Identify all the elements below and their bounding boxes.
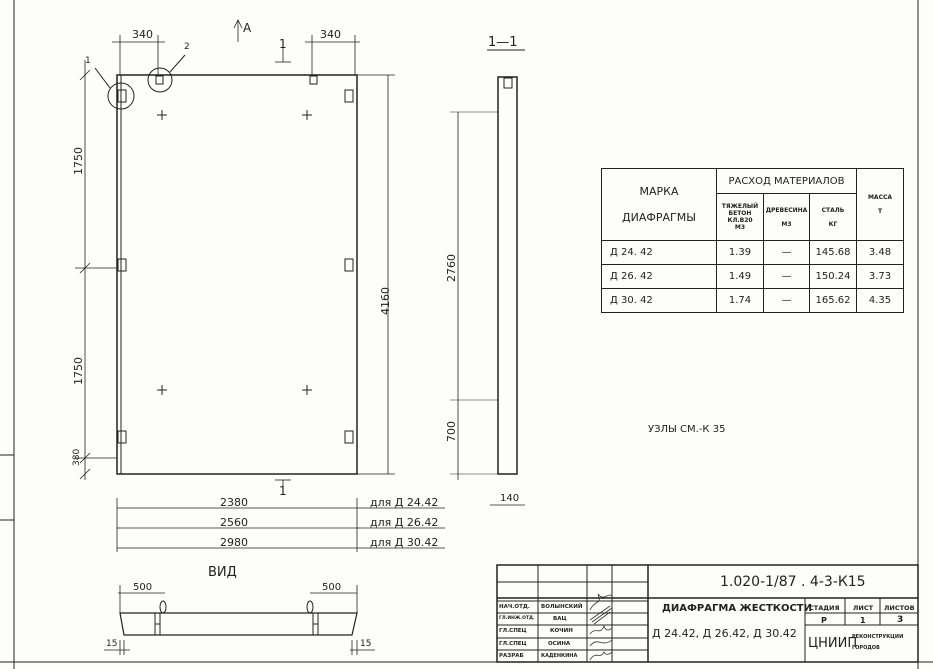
staff-role: РАЗРАБ	[499, 653, 524, 659]
length-value: 2380	[220, 496, 248, 509]
sheet-label: ЛИСТ	[853, 604, 874, 612]
section-mark-bottom: 1	[279, 484, 287, 498]
org-sub-2: ГОРОДОВ	[852, 645, 880, 651]
section-dim-width: 140	[500, 493, 520, 504]
view-offset-left: 15	[106, 639, 118, 649]
signatures	[589, 593, 613, 661]
section-dim-upper: 2760	[445, 254, 458, 282]
cell-wood: —	[763, 264, 810, 289]
document-marks: Д 24.42, Д 26.42, Д 30.42	[652, 627, 797, 640]
cell-concrete: 1.39	[716, 240, 764, 265]
section-title: 1—1	[488, 35, 518, 50]
dim-top-left: 340	[132, 28, 153, 41]
callouts	[94, 54, 186, 110]
cell-mass: 3.48	[856, 240, 904, 265]
elevation-view	[104, 585, 375, 655]
cell-steel: 165.62	[809, 288, 857, 313]
callout-2: 2	[184, 42, 190, 52]
document-code: 1.020-1/87 . 4-3-К15	[720, 574, 866, 590]
org-sub-1: РЕКОНСТРУКЦИИ	[852, 634, 904, 640]
sheet-value: 1	[860, 616, 866, 625]
staff-name: ВАЦ	[553, 616, 567, 622]
title-block-grid	[496, 564, 919, 663]
staff-name: КАДЕНКИНА	[541, 653, 578, 659]
staff-role: ГЛ.ИНЖ.ОТД.	[499, 616, 535, 621]
view-title: ВИД	[208, 565, 237, 580]
staff-role: НАЧ.ОТД.	[499, 604, 530, 610]
length-value: 2980	[220, 536, 248, 549]
cell-wood: —	[763, 240, 810, 265]
view-dim-left: 500	[133, 582, 153, 593]
cell-concrete: 1.74	[716, 288, 764, 313]
cell-concrete: 1.49	[716, 264, 764, 289]
sheets-value: 3	[897, 615, 904, 625]
stage-value: Р	[821, 616, 827, 625]
table-row: Д 30. 42 1.74 — 165.62 4.35	[601, 288, 904, 313]
plus-marks	[157, 110, 312, 395]
stage-label: СТАДИЯ	[809, 604, 840, 612]
staff-role: ГЛ.СПЕЦ	[499, 628, 527, 634]
table-row: Д 24. 42 1.39 — 145.68 3.48	[601, 240, 904, 265]
nodes-note: УЗЛЫ СМ.-К 35	[648, 424, 726, 435]
section-mark-top: 1	[279, 37, 287, 51]
cell-mass: 4.35	[856, 288, 904, 313]
cell-mark: Д 26. 42	[601, 264, 717, 289]
view-arrow-label: A	[243, 21, 252, 35]
section-dim-lower: 700	[445, 421, 458, 442]
cell-steel: 150.24	[809, 264, 857, 289]
length-note: для Д 24.42	[370, 496, 439, 509]
dimension-lines	[75, 19, 395, 494]
view-dim-right: 500	[322, 582, 342, 593]
dim-left-bottom: 380	[72, 448, 82, 466]
staff-name: ОСИНА	[548, 641, 571, 647]
cell-mass: 3.73	[856, 264, 904, 289]
length-dims	[116, 498, 445, 552]
cell-steel: 145.68	[809, 240, 857, 265]
group-header: РАСХОД МАТЕРИАЛОВ	[716, 168, 857, 194]
callout-1: 1	[85, 56, 91, 66]
cell-mark: Д 24. 42	[601, 240, 717, 265]
document-name: ДИАФРАГМА ЖЕСТКОСТИ	[662, 603, 812, 614]
length-note: для Д 30.42	[370, 536, 439, 549]
staff-name: КОЧИН	[550, 628, 573, 634]
table-row: Д 26. 42 1.49 — 150.24 3.73	[601, 264, 904, 289]
dim-left-lower: 1750	[72, 357, 85, 385]
dim-height: 4160	[379, 287, 392, 315]
staff-role: ГЛ.СПЕЦ	[499, 641, 527, 647]
cell-wood: —	[763, 288, 810, 313]
dim-top-right: 340	[320, 28, 341, 41]
sheets-label: ЛИСТОВ	[884, 604, 915, 612]
staff-name: ВОЛЫНСКИЙ	[541, 604, 583, 610]
view-offset-right: 15	[360, 639, 372, 649]
panel-plan	[116, 74, 358, 475]
length-note: для Д 26.42	[370, 516, 439, 529]
dim-left-upper: 1750	[72, 147, 85, 175]
length-value: 2560	[220, 516, 248, 529]
org-name: ЦНИИП	[808, 636, 858, 651]
cell-mark: Д 30. 42	[601, 288, 717, 313]
section-view	[450, 49, 525, 506]
